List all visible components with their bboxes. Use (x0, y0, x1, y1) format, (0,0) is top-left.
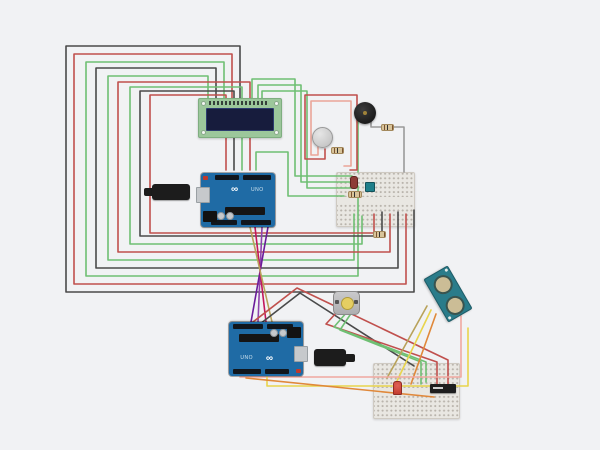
wire-violet[interactable] (250, 226, 269, 323)
usb-cable-plug[interactable] (152, 184, 190, 200)
inline-resistor[interactable] (381, 124, 394, 131)
wire-yellow[interactable] (396, 309, 432, 382)
wire-green[interactable] (261, 90, 353, 189)
usb-port (196, 187, 210, 203)
power-jack (203, 211, 217, 222)
capacitor-can (279, 329, 287, 337)
pushbutton[interactable] (365, 182, 375, 192)
usb-cable-tip[interactable] (345, 354, 355, 362)
pin-header (215, 175, 239, 180)
wire-salmon[interactable] (239, 315, 462, 378)
wire-red[interactable] (325, 311, 438, 385)
lcd-mount-hole (201, 101, 206, 106)
wire-black[interactable] (95, 67, 399, 269)
board-label: UNO (240, 355, 253, 361)
lcd-display[interactable] (198, 98, 282, 138)
pin-header (233, 324, 263, 329)
pin-header (265, 369, 289, 374)
lcd-mount-hole (274, 130, 279, 135)
sonar-transducer (430, 271, 457, 298)
board-label: UNO (251, 187, 264, 193)
wire-khaki[interactable] (386, 305, 428, 379)
resistor[interactable] (348, 191, 362, 198)
arduino-logo-icon: ∞ (265, 353, 273, 364)
wire-green[interactable] (85, 61, 359, 277)
pin-header (233, 369, 261, 374)
wire-red[interactable] (239, 287, 449, 385)
vibration-motor[interactable] (312, 127, 333, 148)
arduino-logo-icon: ∞ (231, 184, 239, 195)
usb-port (294, 346, 308, 362)
lcd-screen (206, 108, 274, 131)
inline-resistor[interactable] (373, 231, 386, 238)
motor-shaft (341, 297, 354, 310)
wire-green[interactable] (333, 311, 427, 383)
wire-yellow[interactable] (266, 327, 469, 387)
lcd-mount-hole (274, 101, 279, 106)
inline-resistor[interactable] (331, 147, 344, 154)
wire-orange[interactable] (245, 377, 435, 398)
wire-red[interactable] (117, 81, 391, 253)
wire-green[interactable] (251, 78, 353, 177)
chip-label (433, 387, 443, 389)
ic-chip[interactable] (430, 384, 456, 393)
pin-header (211, 220, 237, 225)
capacitor-can (226, 212, 234, 220)
wire-black[interactable] (65, 45, 415, 293)
reset-button[interactable] (296, 369, 301, 373)
pin-header (241, 220, 271, 225)
motor-terminal (335, 300, 339, 304)
wire-green[interactable] (257, 84, 353, 183)
wire-red[interactable] (304, 94, 358, 171)
usb-cable-tip[interactable] (144, 188, 154, 196)
atmega-chip (225, 207, 265, 215)
dc-motor[interactable] (333, 291, 360, 315)
capacitor-can (270, 329, 278, 337)
wire-khaki[interactable] (249, 226, 273, 323)
pin-header (243, 175, 271, 180)
usb-cable-plug[interactable] (314, 349, 346, 366)
arduino-uno-1[interactable]: ∞ UNO (196, 173, 275, 227)
lcd-mount-hole (201, 130, 206, 135)
wire-orange[interactable] (410, 313, 437, 385)
red-led[interactable] (393, 381, 402, 395)
wire-red[interactable] (73, 53, 407, 285)
power-jack (287, 327, 301, 338)
breadboard-gap (337, 196, 414, 203)
buzzer-center (363, 111, 367, 115)
reset-button[interactable] (203, 176, 208, 180)
capacitor[interactable] (350, 176, 358, 189)
breadboard-gap (374, 388, 459, 394)
motor-terminal (354, 300, 358, 304)
wire-pink[interactable] (310, 100, 352, 167)
piezo-buzzer[interactable] (354, 102, 376, 124)
wire-green[interactable] (339, 311, 422, 385)
wire-green[interactable] (255, 151, 345, 197)
breadboard-top[interactable] (336, 172, 415, 227)
arduino-uno-2[interactable]: ∞ UNO (229, 322, 308, 376)
lcd-pin-header (209, 101, 267, 105)
sonar-mount-hole (444, 268, 449, 273)
capacitor-can (217, 212, 225, 220)
sonar-mount-hole (447, 315, 452, 320)
